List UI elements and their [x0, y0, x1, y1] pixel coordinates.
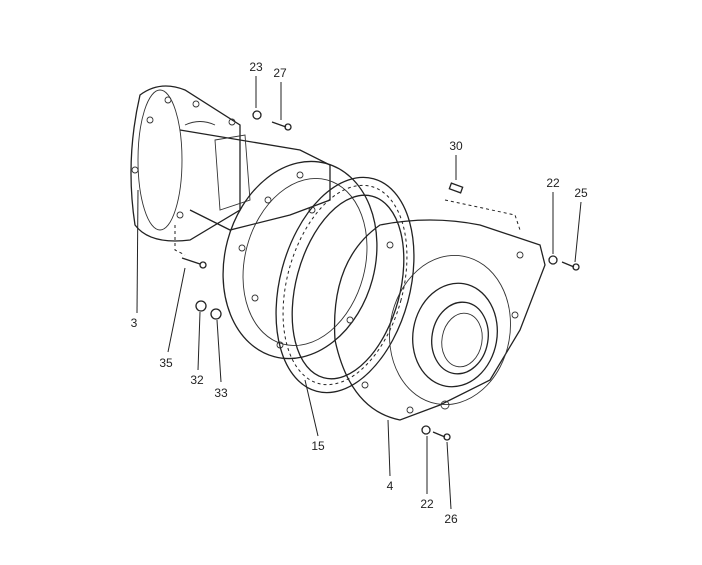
callout-27: 27 — [273, 66, 287, 80]
callout-33: 33 — [214, 386, 228, 400]
callout-22-top: 22 — [546, 176, 560, 190]
callout-35: 35 — [159, 356, 173, 370]
flange-part-3 — [130, 85, 241, 242]
callout-25: 25 — [574, 186, 588, 200]
leader-lines — [136, 76, 582, 510]
callout-4: 4 — [386, 479, 394, 493]
callout-30: 30 — [449, 139, 463, 153]
callout-22-bottom: 22 — [420, 497, 434, 511]
cover-part-4 — [333, 219, 546, 421]
callout-26: 26 — [444, 512, 458, 526]
callout-3: 3 — [130, 316, 138, 330]
small-parts — [181, 110, 580, 441]
callout-15: 15 — [311, 439, 325, 453]
gasket-part-15 — [275, 176, 415, 394]
callout-23: 23 — [249, 60, 263, 74]
callout-32: 32 — [190, 373, 204, 387]
main-housing — [222, 160, 378, 360]
axle-tube — [179, 121, 331, 231]
